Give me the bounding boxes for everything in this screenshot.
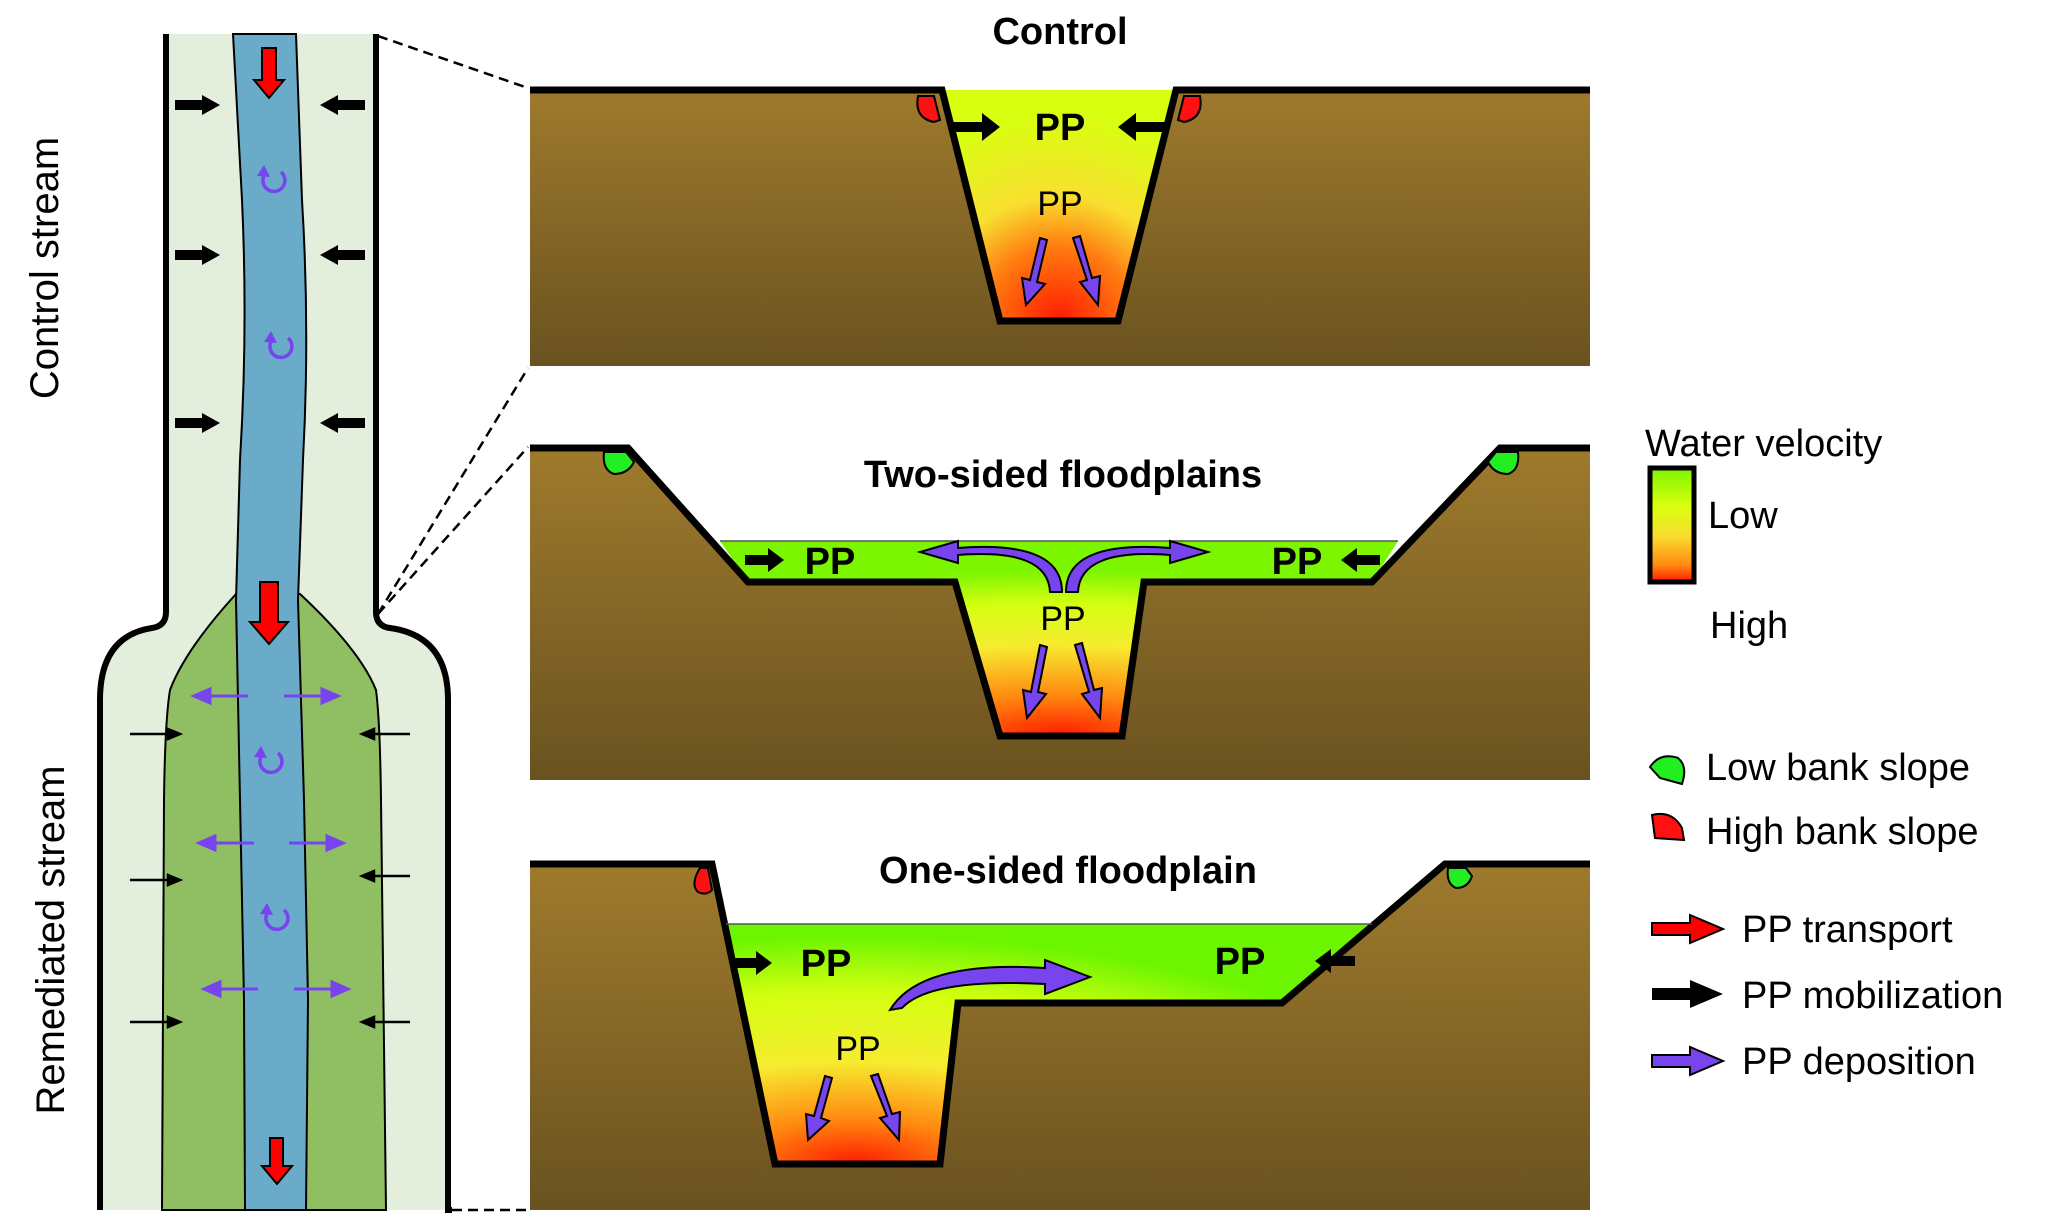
channel-bank-outline (530, 86, 1590, 325)
mobilization-arrow (320, 95, 365, 115)
mobilization-arrow (1341, 548, 1380, 572)
channel-bank-outline (530, 444, 1590, 740)
legend-velocity-high: High (1710, 605, 1788, 647)
deposition-arrow-overbank-right (1064, 539, 1212, 593)
channel-label-left: PP (801, 943, 852, 985)
panel-two-sided: Two-sided floodplains PP PP PP (530, 444, 1590, 780)
soil (530, 864, 1590, 1210)
mobilization-arrow (175, 245, 220, 265)
high-bank-slope-marker (1176, 95, 1202, 124)
deposition-arrows-lateral (190, 686, 352, 999)
low-bank-slope-marker (1446, 867, 1474, 890)
mobilization-arrow (130, 873, 184, 887)
legend-velocity-title: Water velocity (1645, 423, 1882, 465)
mobilization-arrow (745, 548, 784, 572)
low-bank-slope-marker (1486, 451, 1520, 476)
legend-high-bank-slope: High bank slope (1706, 811, 1979, 853)
eddy-icon (260, 903, 290, 932)
high-bank-slope-icon (1650, 812, 1686, 842)
callout-lines (376, 34, 530, 1212)
eddy-icon (257, 165, 287, 194)
mobilization-arrow (1315, 949, 1355, 973)
deposition-arrow-overbank (888, 958, 1093, 1012)
remediated-stream-label: Remediated stream (29, 765, 73, 1114)
transport-arrow (251, 47, 287, 100)
panel-one-sided: One-sided floodplain PP PP PP (530, 850, 1590, 1210)
eddy-icon (254, 746, 284, 775)
deposition-arrow-overbank-left (916, 539, 1064, 593)
deposition-arrow (195, 833, 254, 853)
legend-velocity-low: Low (1708, 495, 1778, 537)
control-stream-wall-right (373, 34, 452, 1213)
low-bank-slope-icon (1648, 755, 1686, 786)
mobilization-arrow (952, 113, 1000, 141)
transport-arrow (259, 1137, 295, 1186)
floodplain-label-right: PP (1272, 541, 1323, 583)
legend-pp-deposition: PP deposition (1742, 1041, 1976, 1083)
control-stream-label: Control stream (23, 137, 67, 399)
low-bank-slope-marker (602, 451, 636, 476)
channel-water (720, 541, 1398, 736)
deposition-arrow-icon (1651, 1045, 1726, 1077)
legend-pp-transport: PP transport (1742, 909, 1953, 951)
deposition-arrow (1071, 234, 1102, 308)
mobilization-arrow (732, 951, 772, 975)
mobilization-arrow (175, 413, 220, 433)
deposition-label: PP (835, 1030, 880, 1068)
deposition-arrow (190, 686, 248, 706)
deposition-label: PP (1037, 185, 1082, 223)
high-bank-slope-marker (693, 867, 714, 895)
mobilization-arrow (358, 869, 410, 883)
legend-pp-mobilization: PP mobilization (1742, 975, 2003, 1017)
transport-arrow (247, 581, 291, 646)
mobilization-arrows-remediated (130, 727, 410, 1029)
deposition-arrow (200, 979, 258, 999)
velocity-color-scale (1647, 465, 1697, 585)
deposition-label: PP (1040, 600, 1085, 638)
deposition-eddies (254, 165, 294, 932)
stream-plan-view: Control stream Remediated stream (23, 33, 452, 1213)
floodplain-label-right: PP (1215, 941, 1266, 983)
panel-title: Two-sided floodplains (864, 454, 1262, 496)
mobilization-arrow (1118, 113, 1166, 141)
mobilization-arrow (358, 727, 410, 741)
mobilization-arrows-control (175, 95, 365, 433)
legend-low-bank-slope: Low bank slope (1706, 747, 1970, 789)
channel-water (942, 90, 1176, 321)
mobilization-arrow (175, 95, 220, 115)
floodplain-label-left: PP (805, 541, 856, 583)
panel-title: Control (992, 11, 1127, 53)
mobilization-arrow (130, 727, 184, 741)
deposition-arrow (1020, 236, 1049, 308)
deposition-arrow (289, 833, 347, 853)
deposition-arrow (1073, 641, 1104, 721)
panel-control: Control PP PP (530, 11, 1590, 366)
deposition-arrow (804, 1074, 834, 1143)
control-stream-wall-left (97, 34, 169, 1210)
soil (530, 448, 1590, 780)
mobilization-arrow (320, 413, 365, 433)
mobilization-arrow-icon (1652, 980, 1723, 1008)
panel-title: One-sided floodplain (879, 850, 1257, 892)
mobilization-arrow (130, 1015, 184, 1029)
mobilization-label: PP (1035, 107, 1086, 149)
mobilization-arrow (320, 245, 365, 265)
mobilization-arrow (358, 1015, 410, 1029)
deposition-arrow (284, 686, 342, 706)
deposition-arrow (294, 979, 352, 999)
transport-arrow-icon (1651, 913, 1726, 945)
deposition-arrow (1021, 643, 1049, 721)
eddy-icon (264, 331, 294, 360)
channel-bank-outline (530, 860, 1590, 1168)
high-bank-slope-marker (916, 95, 942, 124)
deposition-arrow (869, 1072, 902, 1143)
legend: Water velocity Low High Low bank slope H… (1645, 423, 2003, 1083)
